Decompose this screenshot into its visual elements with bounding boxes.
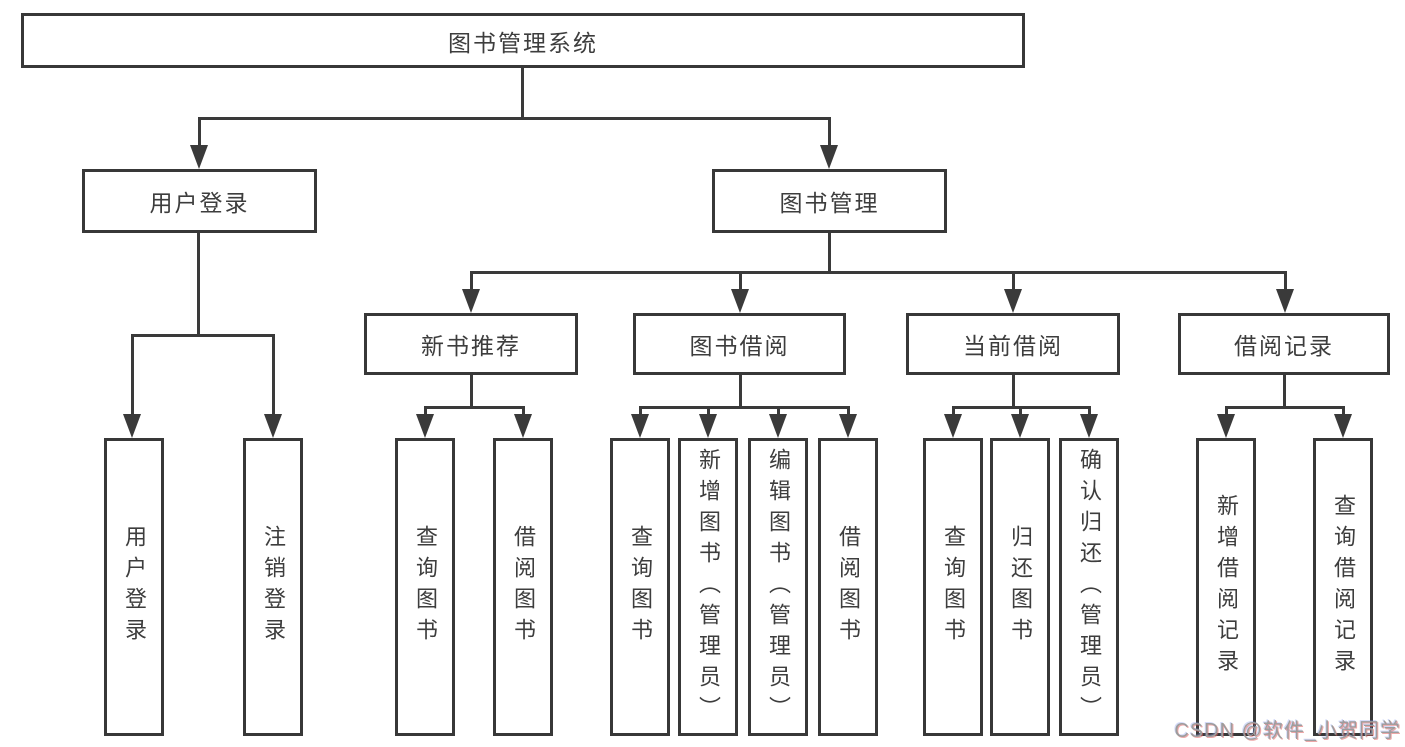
arrow-down: [699, 414, 717, 438]
node-add-book-admin: 新增图书（管理员）: [678, 438, 738, 736]
connector-line: [828, 233, 831, 271]
connector-line: [131, 334, 275, 337]
connector-line: [1012, 271, 1015, 291]
arrow-down: [514, 414, 532, 438]
connector-line: [522, 406, 525, 416]
node-login-action: 用户登录: [104, 438, 164, 736]
arrow-down: [944, 414, 962, 438]
node-return-book: 归还图书: [990, 438, 1050, 736]
arrow-down: [820, 145, 838, 169]
node-book-management: 图书管理: [712, 169, 947, 233]
arrow-down: [631, 414, 649, 438]
arrow-down: [769, 414, 787, 438]
node-logout-action: 注销登录: [243, 438, 303, 736]
connector-line: [470, 271, 1287, 274]
arrow-down: [462, 289, 480, 313]
arrow-down: [839, 414, 857, 438]
node-query-borrow-record: 查询借阅记录: [1313, 438, 1373, 736]
connector-line: [424, 406, 525, 409]
node-confirm-return-admin: 确认归还（管理员）: [1059, 438, 1119, 736]
arrow-down: [123, 414, 141, 438]
node-borrow-records: 借阅记录: [1178, 313, 1390, 375]
node-edit-book-admin: 编辑图书（管理员）: [748, 438, 808, 736]
connector-line: [828, 117, 831, 147]
arrow-down: [416, 414, 434, 438]
connector-line: [1284, 271, 1287, 291]
arrow-down: [264, 414, 282, 438]
arrow-down: [190, 145, 208, 169]
connector-line: [847, 406, 850, 416]
connector-line: [1342, 406, 1345, 416]
connector-line: [197, 233, 200, 334]
node-query-books-current: 查询图书: [923, 438, 983, 736]
node-borrow-books-action: 借阅图书: [818, 438, 878, 736]
connector-line: [272, 334, 275, 416]
connector-line: [639, 406, 642, 416]
connector-line: [1225, 406, 1345, 409]
csdn-watermark: CSDN @软件_小贺同学: [1174, 720, 1401, 742]
arrow-down: [1004, 289, 1022, 313]
node-query-books-recommend: 查询图书: [395, 438, 455, 736]
arrow-down: [1217, 414, 1235, 438]
connector-line: [952, 406, 955, 416]
arrow-down: [1334, 414, 1352, 438]
node-user-login: 用户登录: [82, 169, 317, 233]
node-book-borrow: 图书借阅: [633, 313, 846, 375]
connector-line: [1019, 406, 1022, 416]
connector-line: [1012, 375, 1015, 406]
arrow-down: [1011, 414, 1029, 438]
node-new-book-recommend: 新书推荐: [364, 313, 578, 375]
connector-line: [739, 375, 742, 406]
connector-line: [739, 271, 742, 291]
connector-line: [777, 406, 780, 416]
connector-line: [639, 406, 850, 409]
connector-line: [1283, 375, 1286, 406]
connector-line: [470, 271, 473, 291]
node-query-books-borrow: 查询图书: [610, 438, 670, 736]
connector-line: [198, 117, 201, 147]
connector-line: [521, 68, 524, 117]
connector-line: [1225, 406, 1228, 416]
connector-line: [1088, 406, 1091, 416]
connector-line: [424, 406, 427, 416]
connector-line: [470, 375, 473, 406]
connector-line: [198, 117, 831, 120]
node-borrow-books-recommend: 借阅图书: [493, 438, 553, 736]
node-add-borrow-record: 新增借阅记录: [1196, 438, 1256, 736]
node-current-borrow: 当前借阅: [906, 313, 1120, 375]
arrow-down: [1276, 289, 1294, 313]
node-root: 图书管理系统: [21, 13, 1025, 68]
arrow-down: [731, 289, 749, 313]
arrow-down: [1080, 414, 1098, 438]
connector-line: [707, 406, 710, 416]
connector-line: [131, 334, 134, 416]
